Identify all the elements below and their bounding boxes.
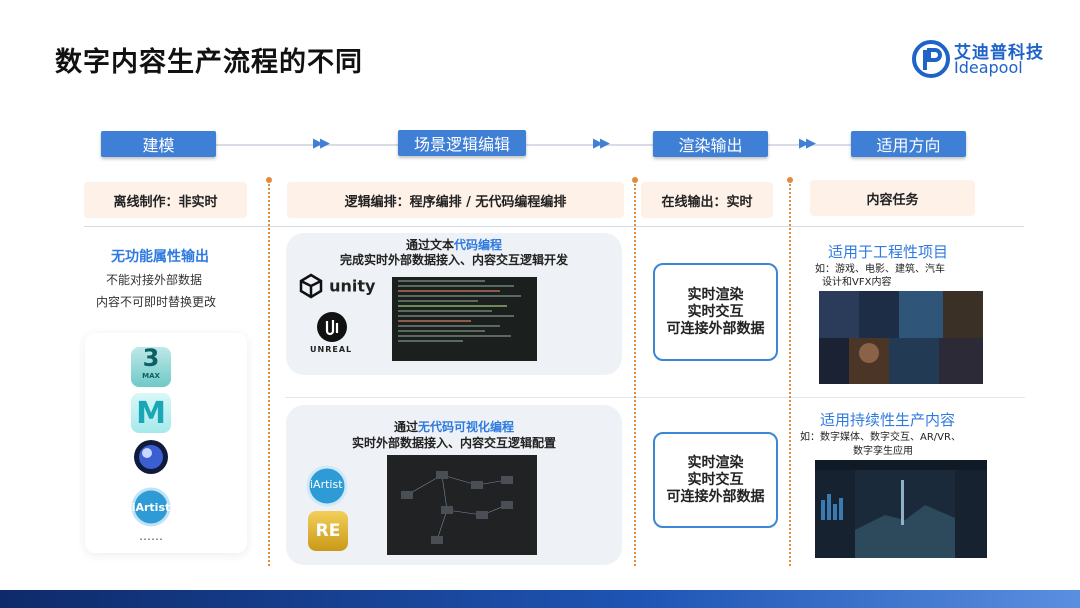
direction-heading-2: 适用持续性生产内容 bbox=[820, 411, 956, 429]
code-card-highlight: 代码编程 bbox=[454, 238, 503, 252]
stage-arrow-icon: ▶▶ bbox=[799, 136, 816, 151]
unreal-label: UNREAL bbox=[310, 345, 353, 354]
stage-render-output: 渲染输出 bbox=[653, 131, 768, 157]
iartist-app-icon: iArtist bbox=[306, 465, 348, 507]
code-card-line1: 通过文本代码编程 bbox=[286, 236, 622, 253]
header-logic: 逻辑编排：程序编排 / 无代码编程编排 bbox=[287, 182, 624, 218]
unity-label: unity bbox=[329, 276, 376, 296]
direction-desc-1a: 如：游戏、电影、建筑、汽车 bbox=[815, 264, 945, 275]
unity-icon bbox=[299, 273, 323, 299]
column-divider bbox=[634, 184, 636, 566]
modeling-tools-panel: 3 MAX M iArtist …… bbox=[85, 333, 247, 553]
nocode-programming-card: 通过无代码可视化编程 实时外部数据接入、内容交互逻辑配置 iArtist RE bbox=[286, 405, 622, 565]
stage-scene-logic: 场景逻辑编辑 bbox=[398, 130, 526, 156]
3ds-max-icon: 3 MAX bbox=[131, 344, 171, 387]
node-graph-screenshot bbox=[387, 455, 537, 555]
render-output-box-1: 实时渲染 实时交互 可连接外部数据 bbox=[653, 263, 778, 361]
code-card-prefix: 通过文本 bbox=[405, 238, 454, 252]
more-tools-ellipsis: …… bbox=[139, 529, 163, 543]
header-tasks: 内容任务 bbox=[810, 180, 975, 216]
direction-desc-1b: 设计和VFX内容 bbox=[822, 277, 892, 288]
header-online: 在线输出：实时 bbox=[641, 182, 773, 218]
company-logo: 艾迪普科技 Ideapool bbox=[912, 38, 1052, 82]
divider-dot bbox=[787, 177, 793, 183]
render-box-line: 实时渲染 bbox=[687, 286, 744, 303]
render-box-line: 实时渲染 bbox=[687, 454, 744, 471]
modeling-heading: 无功能属性输出 bbox=[111, 249, 209, 265]
iartist-badge bbox=[131, 487, 171, 527]
nocode-card-highlight: 无代码可视化编程 bbox=[418, 420, 515, 434]
render-box-line: 实时交互 bbox=[687, 303, 744, 320]
unreal-icon bbox=[317, 312, 347, 342]
stage-application: 适用方向 bbox=[851, 131, 966, 157]
iartist-icon bbox=[306, 465, 348, 507]
code-editor-screenshot bbox=[392, 277, 537, 361]
direction-desc-2a: 如：数字媒体、数字交互、AR/VR、 bbox=[800, 432, 961, 443]
nocode-card-line2: 实时外部数据接入、内容交互逻辑配置 bbox=[351, 436, 556, 450]
row-separator bbox=[285, 397, 1025, 398]
column-divider bbox=[789, 184, 791, 566]
3ds-max-glyph: 3 bbox=[142, 344, 160, 372]
stage-modeling: 建模 bbox=[101, 131, 216, 157]
header-separator bbox=[84, 226, 1024, 227]
logo-text-cn: 艾迪普科技 bbox=[954, 43, 1044, 63]
maya-icon: M bbox=[131, 393, 171, 433]
footer-bar bbox=[0, 590, 1080, 608]
stage-arrow-icon: ▶▶ bbox=[593, 136, 610, 151]
code-card-line2: 完成实时外部数据接入、内容交互逻辑开发 bbox=[339, 253, 568, 267]
direction-heading-1: 适用于工程性项目 bbox=[828, 243, 949, 261]
3ds-max-sub: MAX bbox=[142, 372, 160, 380]
render-box-line: 可连接外部数据 bbox=[666, 488, 765, 505]
page-title: 数字内容生产流程的不同 bbox=[55, 47, 363, 78]
render-box-line: 实时交互 bbox=[687, 471, 744, 488]
unreal-logo bbox=[316, 311, 348, 347]
game-film-collage-image bbox=[819, 291, 983, 384]
re-app-icon: RE bbox=[308, 511, 348, 551]
render-output-box-2: 实时渲染 实时交互 可连接外部数据 bbox=[653, 432, 778, 528]
cinema4d-shape bbox=[134, 440, 168, 474]
modeling-note-1: 不能对接外部数据 bbox=[106, 273, 203, 287]
modeling-note-2: 内容不可即时替换更改 bbox=[96, 295, 217, 309]
ideapool-logo-icon bbox=[912, 40, 950, 78]
nocode-card-prefix: 通过 bbox=[393, 420, 418, 434]
stage-connector-line bbox=[215, 144, 855, 146]
nocode-card-line1: 通过无代码可视化编程 bbox=[286, 418, 622, 435]
render-box-line: 可连接外部数据 bbox=[666, 320, 765, 337]
divider-dot bbox=[632, 177, 638, 183]
iartist-label: iArtist bbox=[131, 500, 171, 514]
iartist-icon: iArtist bbox=[129, 487, 173, 527]
iartist-app-label: iArtist bbox=[310, 478, 343, 491]
column-divider bbox=[268, 184, 270, 566]
code-programming-card: 通过文本代码编程 完成实时外部数据接入、内容交互逻辑开发 unity UNREA… bbox=[286, 233, 622, 375]
stage-arrow-icon: ▶▶ bbox=[313, 136, 330, 151]
unity-logo: unity bbox=[298, 273, 375, 299]
logo-text-en: Ideapool bbox=[954, 58, 1023, 77]
direction-desc-2b: 数字孪生应用 bbox=[853, 446, 913, 457]
divider-dot bbox=[266, 177, 272, 183]
header-offline: 离线制作：非实时 bbox=[84, 182, 247, 218]
digital-twin-dashboard-image bbox=[815, 460, 987, 558]
cinema4d-icon bbox=[131, 437, 171, 477]
